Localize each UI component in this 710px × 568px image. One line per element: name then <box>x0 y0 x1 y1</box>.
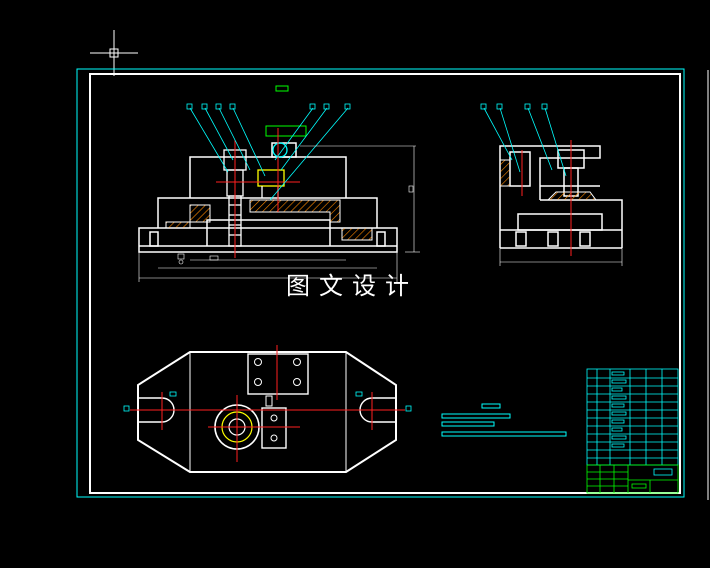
title-block <box>586 464 679 494</box>
technical-notes <box>441 403 567 437</box>
sheet-outer-frame <box>76 68 685 498</box>
front-view-sections <box>165 199 373 241</box>
top-view <box>137 351 397 473</box>
view-label-box <box>275 85 289 92</box>
side-view-dimensions <box>499 248 623 266</box>
side-view-section <box>499 159 597 201</box>
top-view-annotations <box>123 391 412 412</box>
side-view-centerlines <box>521 140 572 256</box>
side-view-leaders <box>480 103 567 177</box>
front-view-centerlines <box>216 128 300 258</box>
front-view-dimensions <box>138 145 420 282</box>
front-view <box>138 125 398 253</box>
top-view-centerlines <box>130 345 405 462</box>
parts-list <box>586 368 679 466</box>
crosshair-cursor[interactable] <box>90 30 138 76</box>
sheet-inner-frame <box>89 73 681 494</box>
watermark-text: 图文设计 <box>286 272 418 300</box>
front-view-leaders <box>186 103 351 201</box>
